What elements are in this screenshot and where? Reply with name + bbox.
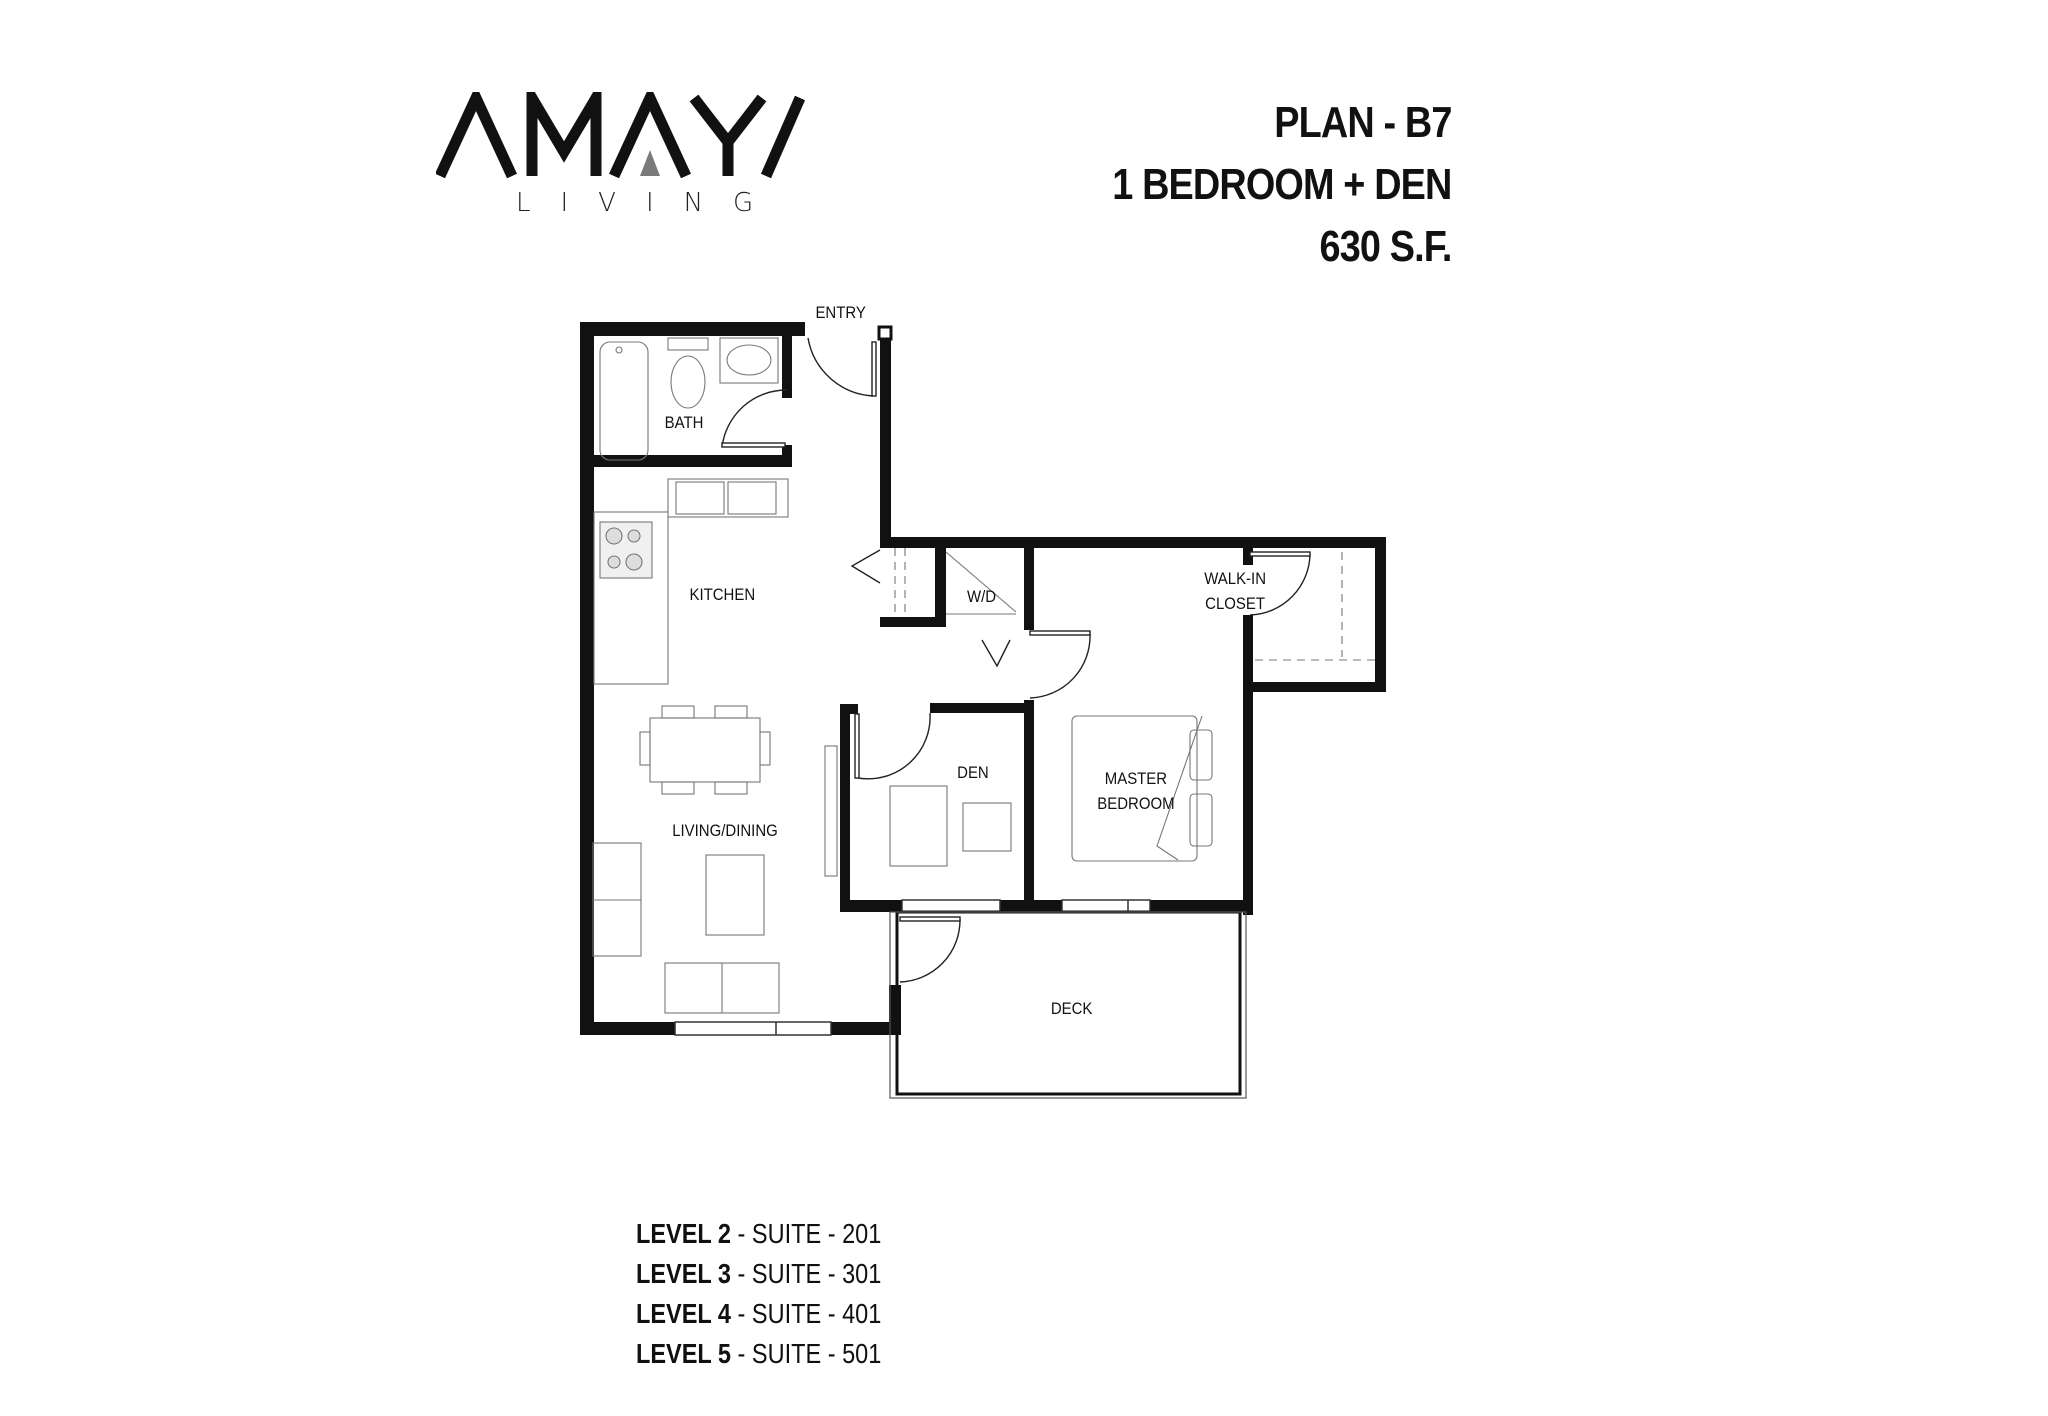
plan-area: 630 S.F. — [1320, 222, 1453, 271]
room-label-den: DEN — [957, 763, 989, 782]
master-line-1: MASTER — [1104, 769, 1168, 788]
brand-logo: LIVING — [436, 92, 806, 218]
plan-title-block: PLAN - B7 1 BEDROOM + DEN 630 S.F. — [1057, 92, 1453, 278]
room-label-deck: DECK — [1050, 999, 1093, 1018]
walkin-line-2: CLOSET — [1205, 594, 1266, 613]
plan-code: PLAN - B7 — [1274, 98, 1453, 147]
suite-row: LEVEL 4 - SUITE - 401 — [636, 1298, 882, 1329]
doors — [721, 337, 1311, 983]
suite-row: LEVEL 3 - SUITE - 301 — [636, 1258, 882, 1289]
walls — [580, 322, 1386, 1035]
walkin-line-1: WALK-IN — [1204, 569, 1267, 588]
room-label-bath: BATH — [664, 413, 704, 432]
room-label-walkin-closet: WALK-IN CLOSET — [1204, 566, 1266, 616]
suite-row: LEVEL 2 - SUITE - 201 — [636, 1218, 882, 1249]
room-label-kitchen: KITCHEN — [689, 585, 756, 604]
plan-type: 1 BEDROOM + DEN — [1112, 160, 1453, 209]
suite-list: LEVEL 2 - SUITE - 201 LEVEL 3 - SUITE - … — [636, 1214, 928, 1374]
room-label-living-dining: LIVING/DINING — [672, 821, 778, 840]
suite-row: LEVEL 5 - SUITE - 501 — [636, 1338, 882, 1369]
amaya-logo-mark — [436, 92, 806, 179]
fixtures — [592, 337, 1375, 1014]
room-label-entry: ENTRY — [815, 303, 866, 322]
master-line-2: BEDROOM — [1097, 794, 1175, 813]
brand-tagline: LIVING — [516, 188, 784, 218]
room-label-wd: W/D — [966, 587, 997, 606]
room-label-master-bedroom: MASTER BEDROOM — [1097, 766, 1174, 816]
